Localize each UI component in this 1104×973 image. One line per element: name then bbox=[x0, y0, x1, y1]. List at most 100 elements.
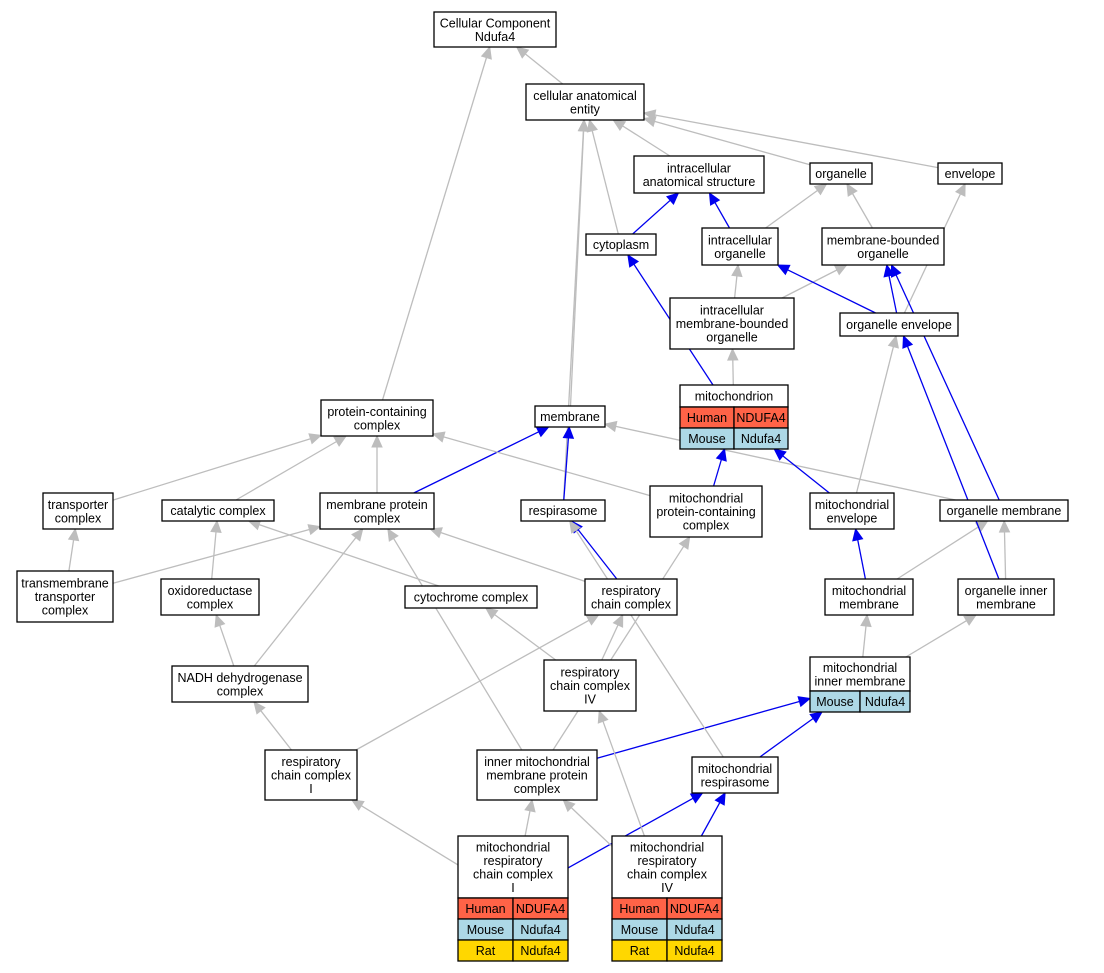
edge-arrowhead bbox=[387, 527, 399, 542]
node-cytochrome-complex[interactable]: cytochrome complex bbox=[404, 585, 538, 609]
node-cytoplasm[interactable]: cytoplasm bbox=[585, 233, 657, 256]
gene-symbol: Ndufa4 bbox=[674, 923, 714, 937]
node-label-line: protein-containing bbox=[327, 405, 426, 419]
edge-line bbox=[622, 125, 671, 157]
edge-line bbox=[577, 529, 618, 580]
node-box bbox=[809, 162, 873, 185]
edge-arrowhead bbox=[535, 426, 550, 438]
edge-mitochondrial-envelope-to-mitochondrion bbox=[773, 448, 830, 494]
node-label-line: transporter bbox=[35, 590, 95, 604]
edge-line bbox=[355, 619, 590, 751]
edge-line bbox=[602, 721, 646, 837]
edge-organelle-inner-membrane-to-organelle-envelope bbox=[902, 334, 1000, 580]
species-label: Mouse bbox=[467, 923, 505, 937]
edge-arrowhead bbox=[833, 264, 848, 276]
node-label-line: cytoplasm bbox=[593, 238, 649, 252]
edge-line bbox=[1003, 531, 1007, 580]
edge-line bbox=[787, 269, 876, 314]
edge-line bbox=[443, 436, 651, 497]
edge-arrowhead bbox=[797, 696, 812, 708]
node-label-line: complex bbox=[187, 597, 234, 611]
node-label-line: protein-containing bbox=[656, 505, 755, 519]
gene-symbol: Ndufa4 bbox=[674, 944, 714, 958]
gene-symbol: NDUFA4 bbox=[670, 902, 719, 916]
gene-symbol: Ndufa4 bbox=[865, 695, 905, 709]
edge-line bbox=[393, 538, 523, 751]
node-envelope[interactable]: envelope bbox=[937, 162, 1003, 185]
node-respirasome[interactable]: respirasome bbox=[520, 499, 606, 522]
edge-arrowhead bbox=[333, 435, 348, 447]
species-label: Mouse bbox=[621, 923, 659, 937]
edge-line bbox=[781, 269, 838, 299]
edge-inner-mitochondrial-membrane-protein-complex-to-mitochondrial-inner-membrane bbox=[596, 696, 812, 759]
node-box bbox=[171, 665, 309, 703]
edge-arrowhead bbox=[776, 264, 791, 276]
edge-transporter-complex-to-protein-containing-complex bbox=[112, 433, 323, 501]
node-box bbox=[839, 312, 959, 337]
node-organelle[interactable]: organelle bbox=[809, 162, 873, 185]
node-label-line: respiratory bbox=[560, 666, 620, 680]
node-label-line: organelle bbox=[706, 331, 757, 345]
species-label: Human bbox=[687, 411, 727, 425]
symbol-cell bbox=[666, 939, 723, 962]
edge-respiratory-chain-complex-to-respirasome bbox=[570, 520, 618, 580]
edge-arrowhead bbox=[963, 614, 978, 626]
node-label-line: mitochondrial bbox=[698, 762, 772, 776]
edge-line bbox=[905, 620, 967, 658]
node-label-line: organelle membrane bbox=[947, 504, 1062, 518]
edge-line bbox=[381, 57, 488, 401]
node-organelle-envelope[interactable]: organelle envelope bbox=[839, 312, 959, 337]
edge-arrowhead bbox=[666, 192, 680, 206]
node-label-line: envelope bbox=[827, 511, 878, 525]
node-label-line: oxidoreductase bbox=[168, 584, 253, 598]
edge-arrowhead bbox=[253, 701, 266, 715]
node-membrane[interactable]: membrane bbox=[534, 405, 606, 428]
edge-arrowhead bbox=[524, 798, 536, 813]
node-label-line: membrane-bounded bbox=[827, 233, 940, 247]
node-box bbox=[939, 499, 1069, 522]
edge-mitochondrial-respiratory-chain-complex-iv-to-respiratory-chain-complex-iv bbox=[597, 709, 646, 837]
node-label-line: mitochondrial bbox=[823, 661, 897, 675]
edge-arrowhead bbox=[708, 191, 721, 206]
edge-arrowhead bbox=[627, 253, 640, 268]
edge-mitochondrial-respiratory-chain-complex-i-to-respiratory-chain-complex-i bbox=[350, 799, 459, 866]
node-label-line: envelope bbox=[945, 167, 996, 181]
node-catalytic-complex[interactable]: catalytic complex bbox=[161, 499, 275, 522]
node-label-line: membrane protein bbox=[486, 769, 587, 783]
node-organelle-membrane[interactable]: organelle membrane bbox=[939, 499, 1069, 522]
edge-respiratory-chain-complex-iv-to-respiratory-chain-complex bbox=[601, 613, 624, 661]
node-label-line: respirasome bbox=[529, 504, 598, 518]
edge-intracellular-organelle-to-organelle bbox=[765, 183, 828, 229]
edge-arrowhead bbox=[210, 519, 222, 533]
node-label-line: inner membrane bbox=[814, 674, 905, 688]
